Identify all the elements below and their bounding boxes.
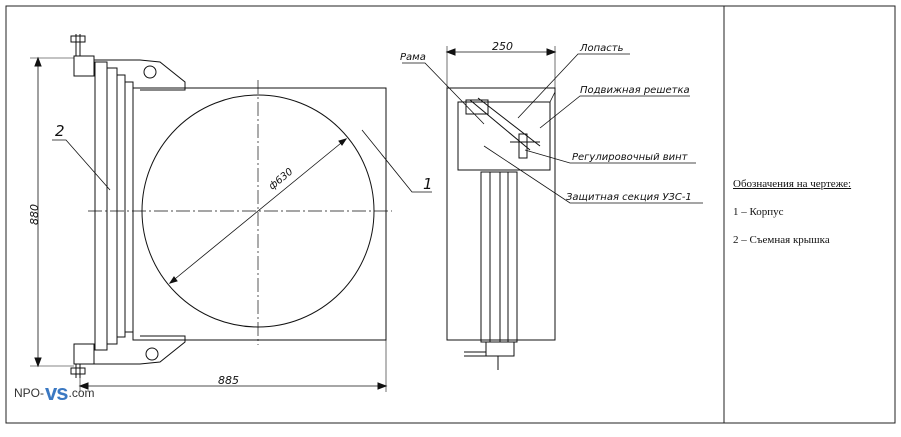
adjusting-screw xyxy=(518,133,528,159)
legend-title: Обозначения на чертеже: xyxy=(733,178,852,190)
bottom-pin xyxy=(145,347,159,361)
logo-suffix: .com xyxy=(68,386,95,400)
side-cover-stack xyxy=(480,171,518,343)
diameter-arrow-bottom xyxy=(168,276,178,284)
label-section: Защитная секция УЗС-1 xyxy=(566,192,692,203)
callout-2: 2 xyxy=(55,122,65,140)
legend-item-2: 2 – Съемная крышка xyxy=(733,234,830,246)
cover-outer xyxy=(94,61,108,351)
diameter-arrow-top xyxy=(338,138,348,146)
leader-frame xyxy=(402,62,485,125)
side-section xyxy=(457,101,551,171)
leader-2 xyxy=(52,139,111,191)
logo-mark: vs xyxy=(45,380,69,405)
dim-880-label: 880 xyxy=(28,204,41,225)
label-grille: Подвижная решетка xyxy=(580,85,690,96)
leader-grille xyxy=(539,95,690,129)
dim-885-label: 885 xyxy=(218,374,239,387)
frame-bracket xyxy=(465,99,489,115)
leader-section xyxy=(483,145,703,204)
top-bolt-head xyxy=(70,35,86,43)
dim-250-label: 250 xyxy=(492,40,513,53)
cover-mid xyxy=(106,67,118,345)
leader-1 xyxy=(361,129,432,193)
label-frame: Рама xyxy=(400,52,426,63)
leader-screw xyxy=(524,149,696,164)
sheet-border xyxy=(5,5,896,424)
top-bracket xyxy=(94,59,186,91)
side-housing xyxy=(446,87,556,341)
callout-1: 1 xyxy=(423,175,433,193)
cover-flange xyxy=(124,81,134,333)
top-hinge-block xyxy=(73,55,95,77)
site-logo: NPO- vs .com xyxy=(14,380,95,406)
housing-outline xyxy=(132,87,387,341)
top-pin xyxy=(143,65,157,79)
dim-diameter-label: ф630 xyxy=(267,166,295,192)
cover-inner xyxy=(116,74,126,338)
blade-line-2 xyxy=(477,97,541,147)
bottom-bolt-head xyxy=(70,367,86,375)
diameter-line xyxy=(169,138,347,284)
legend-panel: Обозначения на чертеже: 1 – Корпус 2 – С… xyxy=(733,178,893,262)
label-screw: Регулировочный винт xyxy=(572,152,689,163)
legend-item-1: 1 – Корпус xyxy=(733,206,784,218)
side-bottom-block xyxy=(485,341,515,357)
logo-prefix: NPO- xyxy=(14,386,44,400)
label-blade: Лопасть xyxy=(579,43,624,54)
leader-blade xyxy=(517,53,630,119)
bottom-bracket xyxy=(94,335,186,365)
bottom-hinge-block xyxy=(73,343,95,365)
